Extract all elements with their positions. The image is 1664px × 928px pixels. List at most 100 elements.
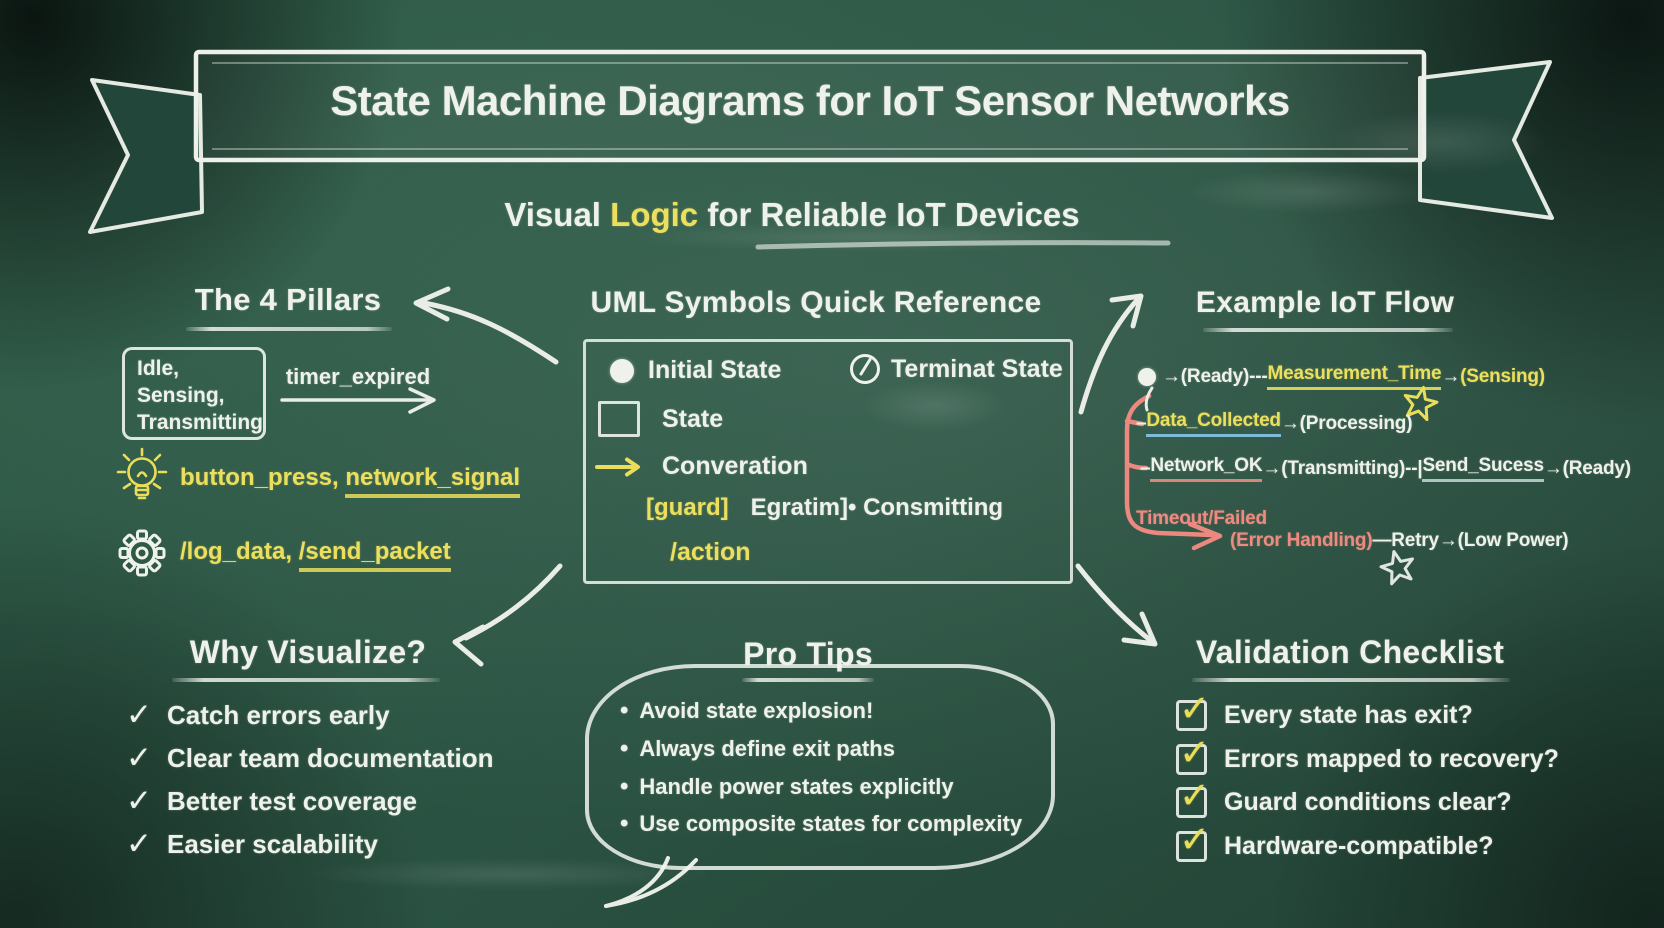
flow-line2-dash: – bbox=[1136, 412, 1147, 434]
checklist-item: ✓ Guard conditions clear? bbox=[1176, 775, 1512, 818]
tip-item-label: Use composite states for complexity bbox=[639, 811, 1023, 836]
events-prefix: button_press, bbox=[180, 464, 346, 491]
actions-underlined: /send_packet bbox=[298, 538, 451, 572]
flow-line-4-label: Timeout/Failed bbox=[1136, 508, 1267, 530]
flow-timeout-label: Timeout/Failed bbox=[1136, 508, 1267, 529]
why-item-label: Catch errors early bbox=[166, 699, 390, 730]
events-underlined: network_signal bbox=[345, 464, 521, 498]
arrow-to-why bbox=[452, 563, 563, 667]
flow-line1-arrow: → bbox=[1441, 365, 1461, 387]
why-item: ✓ Better test coverage bbox=[126, 783, 417, 819]
checklist-item: ✓ Every state has exit? bbox=[1176, 688, 1473, 731]
flow-line1-event: Measurement_Time bbox=[1267, 363, 1442, 390]
uml-transition-label: Converation bbox=[662, 452, 808, 480]
checkmark-icon: ✓ bbox=[126, 697, 152, 732]
timer-arrow bbox=[280, 387, 436, 414]
why-item: ✓ Catch errors early bbox=[126, 697, 390, 733]
tip-item-label: Always define exit paths bbox=[639, 736, 895, 761]
chalk-smudge bbox=[860, 380, 1010, 432]
white-star-icon bbox=[1379, 550, 1414, 586]
checkbox-icon: ✓ bbox=[1176, 688, 1210, 731]
subtitle-part1: Visual bbox=[504, 196, 611, 233]
flow-line1-state: (Sensing) bbox=[1460, 365, 1545, 387]
state-box-line: Sensing, bbox=[137, 384, 225, 407]
flow-line3-event2: Send_Sucess bbox=[1422, 455, 1544, 482]
flow-initial-dot bbox=[1138, 367, 1156, 386]
tip-item: • Use composite states for complexity bbox=[620, 810, 1022, 838]
why-item-label: Better test coverage bbox=[166, 785, 417, 816]
uml-terminal-row: Terminat State bbox=[848, 352, 1063, 386]
tip-item-label: Handle power states explicitly bbox=[639, 774, 954, 799]
checklist-item: ✓ Hardware-compatible? bbox=[1176, 819, 1494, 862]
tip-item-label: Avoid state explosion! bbox=[639, 698, 874, 723]
checkbox-icon: ✓ bbox=[1176, 775, 1210, 818]
uml-guard-rest: Egratim]• Consmitting bbox=[750, 494, 1004, 521]
page-title: State Machine Diagrams for IoT Sensor Ne… bbox=[330, 77, 1290, 124]
tip-item: • Always define exit paths bbox=[620, 735, 895, 763]
checkbox-tick: ✓ bbox=[1179, 688, 1211, 729]
page-subtitle: Visual Logic for Reliable IoT Devices bbox=[392, 196, 1192, 234]
flow-start-squiggle bbox=[1144, 386, 1154, 412]
flow-lowpower-state: (Low Power) bbox=[1457, 530, 1569, 551]
flow-line-3: – Network_OK →(Transmitting)--| Send_Suc… bbox=[1140, 455, 1631, 482]
arrow-to-checklist bbox=[1075, 563, 1158, 647]
subtitle-part2: for Reliable IoT Devices bbox=[698, 196, 1080, 233]
flow-title: Example IoT Flow bbox=[1195, 286, 1455, 319]
state-box-line: Idle, bbox=[137, 357, 180, 380]
flow-underline bbox=[1203, 328, 1453, 332]
flow-retry-mid: —Retry→ bbox=[1372, 530, 1458, 551]
flow-line1-pre: →(Ready)--- bbox=[1162, 365, 1268, 387]
why-title: Why Visualize? bbox=[189, 634, 427, 670]
uml-reference-box: Initial State Terminat State State Co bbox=[583, 339, 1073, 584]
checkbox-tick: ✓ bbox=[1179, 819, 1211, 860]
ribbon-banner bbox=[193, 49, 1427, 163]
transition-arrow-icon bbox=[595, 457, 640, 476]
flow-line3-event: Network_OK bbox=[1150, 455, 1263, 482]
state-box-line: Transmitting bbox=[137, 411, 264, 434]
terminal-state-icon bbox=[850, 354, 880, 384]
why-item: ✓ Easier scalability bbox=[126, 826, 378, 862]
tips-underline bbox=[742, 678, 874, 682]
uml-state-label: State bbox=[662, 404, 724, 433]
tip-item: • Avoid state explosion! bbox=[620, 697, 873, 725]
flow-branch-bracket bbox=[1124, 393, 1223, 551]
uml-action-row: /action bbox=[670, 538, 751, 567]
ribbon-right-tail bbox=[1418, 60, 1554, 220]
checkbox-tick: ✓ bbox=[1179, 775, 1211, 816]
timer-expired-label: timer_expired bbox=[285, 364, 431, 389]
flow-line-1: →(Ready)--- Measurement_Time → (Sensing) bbox=[1138, 363, 1545, 390]
speech-bubble bbox=[585, 664, 1055, 870]
checkmark-icon: ✓ bbox=[126, 740, 152, 775]
subtitle-highlight: Logic bbox=[610, 196, 699, 233]
pillars-state-box: Idle, Sensing, Transmitting bbox=[122, 347, 266, 440]
why-item-label: Easier scalability bbox=[166, 828, 379, 859]
state-icon bbox=[598, 401, 640, 437]
checklist-item-label: Errors mapped to recovery? bbox=[1224, 745, 1559, 773]
why-item-label: Clear team documentation bbox=[166, 742, 494, 773]
actions-line: /log_data, /send_packet bbox=[180, 538, 451, 572]
checklist-underline bbox=[1192, 678, 1510, 682]
checkbox-icon: ✓ bbox=[1176, 732, 1210, 775]
uml-title: UML Symbols Quick Reference bbox=[590, 286, 1042, 319]
bullet-icon: • bbox=[620, 773, 629, 800]
chalk-smudge bbox=[1330, 110, 1550, 174]
checkmark-icon: ✓ bbox=[126, 783, 152, 818]
flow-line3-mid: →(Transmitting)--| bbox=[1262, 457, 1423, 479]
arrow-to-pillars bbox=[413, 286, 559, 365]
chalk-smudge bbox=[620, 222, 1120, 252]
uml-action-label: /action bbox=[670, 538, 751, 566]
bullet-icon: • bbox=[620, 735, 629, 762]
ribbon-left-tail bbox=[88, 78, 204, 234]
flow-line3-rest: →(Ready) bbox=[1543, 457, 1631, 479]
bullet-icon: • bbox=[620, 697, 629, 724]
checkbox-icon: ✓ bbox=[1176, 819, 1210, 862]
flow-line3-dash: – bbox=[1140, 457, 1151, 479]
uml-transition-row: Converation bbox=[594, 452, 808, 481]
events-line: button_press, network_signal bbox=[180, 464, 521, 498]
flow-line2-event: Data_Collected bbox=[1146, 410, 1281, 437]
chalk-smudge bbox=[1180, 170, 1440, 214]
uml-initial-row: Initial State bbox=[610, 356, 781, 385]
pillars-underline bbox=[186, 327, 392, 331]
